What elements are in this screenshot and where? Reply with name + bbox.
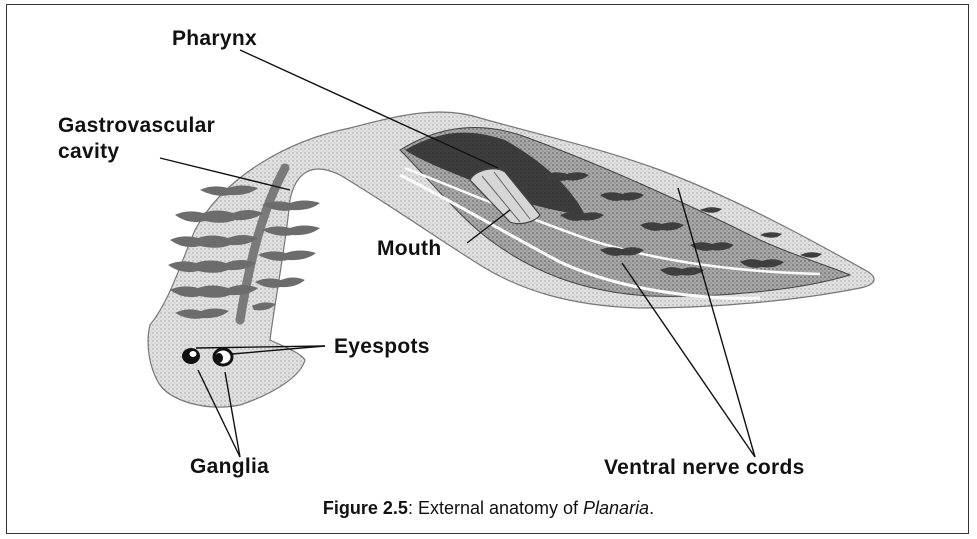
label-gastrovascular: Gastrovascular [58,114,215,137]
label-ganglia: Ganglia [190,455,269,478]
label-cavity: cavity [58,140,119,163]
label-mouth: Mouth [377,237,441,260]
figure-number: Figure 2.5 [323,498,408,518]
figure-caption: Figure 2.5: External anatomy of Planaria… [0,498,977,519]
caption-end: . [649,498,654,518]
label-ventral-nerve-cords: Ventral nerve cords [604,456,805,479]
caption-species: Planaria [583,498,649,518]
caption-text: : External anatomy of [408,498,583,518]
label-eyespots: Eyespots [334,335,430,358]
label-pharynx: Pharynx [172,27,257,50]
